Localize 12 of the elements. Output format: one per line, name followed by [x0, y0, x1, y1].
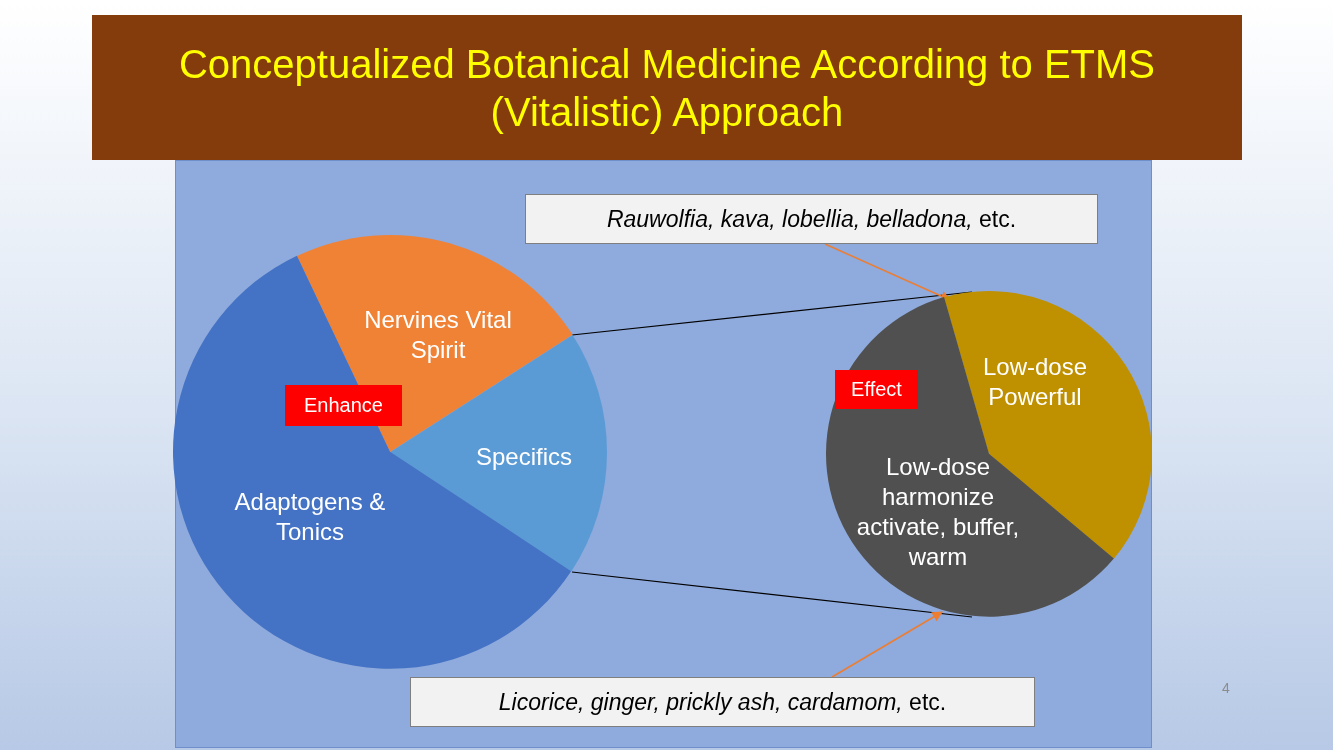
- connector-line: [571, 291, 973, 336]
- page-number: 4: [1222, 680, 1230, 696]
- callout-box: Rauwolfia, kava, lobellia, belladona, etc.: [525, 194, 1098, 244]
- connector-line: [571, 571, 973, 618]
- slice-label: Low-dose harmonize activate, buffer, warm: [855, 452, 1021, 572]
- callout-box: Licorice, ginger, prickly ash, cardamom, etc.: [410, 677, 1035, 727]
- title-banner: Conceptualized Botanical Medicine According to ETMS (Vitalistic) Approach: [92, 15, 1242, 160]
- slice-label: Adaptogens & Tonics: [233, 487, 387, 547]
- slice-label: Low-dose Powerful: [981, 352, 1088, 412]
- slice-label: Specifics: [474, 442, 573, 472]
- arrow: [831, 611, 943, 678]
- slice-label: Nervines Vital Spirit: [363, 305, 513, 365]
